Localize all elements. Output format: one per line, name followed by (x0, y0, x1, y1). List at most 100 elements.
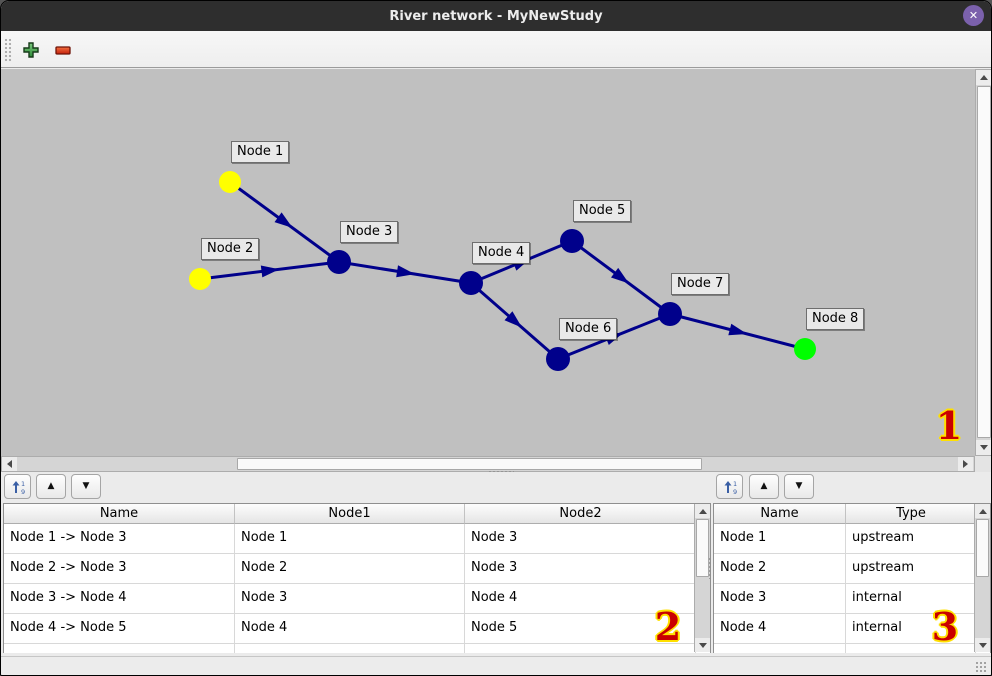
hscroll-thumb[interactable] (237, 458, 702, 470)
triangle-up-icon: ▲ (47, 481, 55, 491)
window-title: River network - MyNewStudy (389, 8, 603, 24)
arrow-up-icon (978, 508, 987, 514)
scroll-down-button[interactable] (976, 440, 991, 455)
flow-arrow-icon (274, 212, 293, 228)
links-move-down-button[interactable]: ▼ (71, 474, 101, 499)
nodes-move-up-button[interactable]: ▲ (749, 474, 779, 499)
table-cell[interactable]: upstream (846, 554, 976, 584)
table-cell[interactable]: Node 4 (235, 614, 465, 644)
annotation-2: 2 (654, 604, 682, 649)
remove-node-button[interactable] (52, 39, 74, 61)
column-header[interactable]: Type (846, 504, 976, 524)
scroll-down-button[interactable] (975, 638, 990, 652)
table-cell[interactable]: Node 1 (235, 524, 465, 554)
table-cell[interactable]: Node 4 -> Node 5 (4, 614, 235, 644)
arrow-left-icon (7, 460, 12, 468)
table-cell (4, 644, 235, 653)
arrow-up-icon (698, 508, 707, 514)
remove-icon (55, 46, 71, 55)
table-cell[interactable]: Node 2 (714, 554, 846, 584)
column-header[interactable]: Node1 (235, 504, 465, 524)
table-cell[interactable]: Node 2 (235, 554, 465, 584)
scroll-up-button[interactable] (975, 504, 990, 518)
add-node-button[interactable] (20, 39, 42, 61)
node-label: Node 7 (671, 273, 730, 295)
node-label: Node 2 (201, 238, 260, 260)
links-sort-button[interactable]: 1 9 (4, 474, 31, 499)
vscroll-thumb[interactable] (696, 519, 709, 577)
table-cell[interactable]: Node 3 (465, 524, 696, 554)
flow-arrow-icon (504, 311, 522, 328)
scroll-down-button[interactable] (695, 638, 710, 652)
table-cell[interactable]: Node 4 (714, 614, 846, 644)
vertical-splitter-handle[interactable] (708, 557, 713, 579)
nodes-move-down-button[interactable]: ▼ (784, 474, 814, 499)
annotation-3: 3 (931, 604, 959, 649)
table-cell[interactable]: Node 2 -> Node 3 (4, 554, 235, 584)
table-cell[interactable]: Node 1 (714, 524, 846, 554)
triangle-up-icon: ▲ (760, 481, 768, 491)
resize-grip[interactable] (975, 661, 987, 673)
network-node[interactable] (560, 229, 584, 253)
nodes-table-vscrollbar[interactable] (974, 504, 990, 652)
flow-arrow-icon (260, 265, 280, 278)
toolbar-drag-handle[interactable] (4, 38, 12, 62)
arrow-right-icon (963, 460, 968, 468)
node-label: Node 8 (806, 308, 865, 330)
network-node[interactable] (459, 271, 483, 295)
table-cell (714, 644, 846, 653)
network-node[interactable] (189, 268, 211, 290)
sort-icon: 1 9 (724, 480, 737, 495)
canvas-vscrollbar[interactable] (975, 69, 991, 456)
network-node[interactable] (546, 347, 570, 371)
table-cell[interactable]: Node 3 (465, 554, 696, 584)
toolbar (1, 31, 991, 68)
svg-text:9: 9 (21, 488, 25, 495)
scroll-up-button[interactable] (976, 70, 991, 85)
vscroll-thumb[interactable] (977, 86, 991, 438)
flow-arrow-icon (611, 267, 629, 284)
network-node[interactable] (327, 250, 351, 274)
scroll-left-button[interactable] (2, 457, 17, 471)
add-icon (23, 42, 39, 58)
title-bar[interactable]: River network - MyNewStudy ✕ (1, 1, 991, 31)
column-header[interactable]: Name (714, 504, 846, 524)
table-cell[interactable]: Node 3 -> Node 4 (4, 584, 235, 614)
node-label: Node 1 (231, 141, 290, 163)
network-node[interactable] (219, 171, 241, 193)
links-table-vscrollbar[interactable] (694, 504, 710, 652)
table-cell[interactable]: Node 1 -> Node 3 (4, 524, 235, 554)
vscroll-thumb[interactable] (976, 519, 989, 577)
nodes-sort-button[interactable]: 1 9 (716, 474, 743, 499)
close-button[interactable]: ✕ (963, 5, 984, 26)
scroll-up-button[interactable] (695, 504, 710, 518)
table-cell[interactable]: Node 3 (235, 584, 465, 614)
table-cell[interactable]: upstream (846, 524, 976, 554)
node-label: Node 5 (573, 200, 632, 222)
table-row-partial (4, 644, 710, 653)
scroll-right-button[interactable] (958, 457, 973, 471)
svg-text:9: 9 (733, 488, 737, 495)
network-node[interactable] (794, 338, 816, 360)
table-cell[interactable]: Node 3 (714, 584, 846, 614)
links-move-up-button[interactable]: ▲ (36, 474, 66, 499)
node-label: Node 4 (472, 242, 531, 264)
column-header[interactable]: Name (4, 504, 235, 524)
column-header[interactable]: Node2 (465, 504, 696, 524)
network-node[interactable] (658, 302, 682, 326)
arrow-down-icon (980, 445, 988, 450)
